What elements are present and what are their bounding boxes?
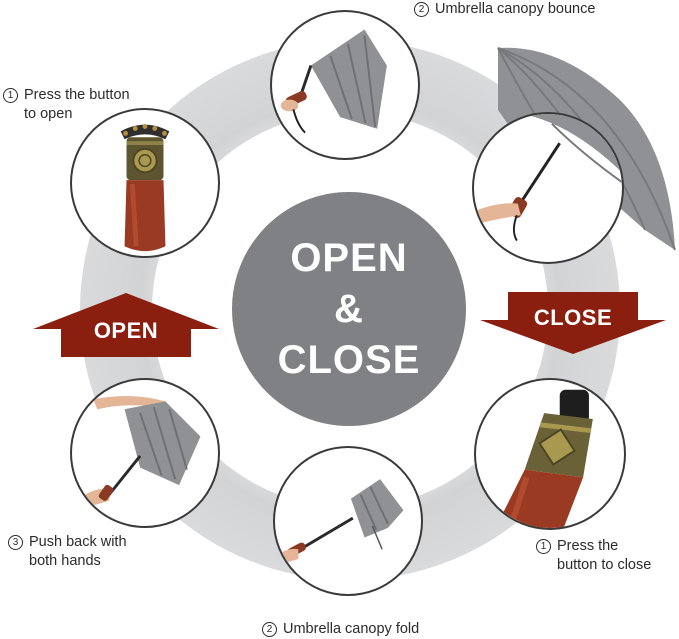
close-arrow-label: CLOSE	[533, 305, 613, 330]
step-number-badge: 3	[8, 535, 23, 550]
center-title-open: OPEN	[290, 235, 408, 280]
holding-open-umbrella-photo	[472, 112, 624, 264]
close-arrow: CLOSE	[480, 292, 666, 354]
step-push-back-line2: both hands	[29, 553, 101, 569]
step-push-back-line1: Push back with	[29, 534, 127, 550]
open-arrow: OPEN	[33, 293, 219, 357]
step-press-to-open: 1 Press the button to open	[3, 86, 130, 124]
step-canopy-bounce: 2 Umbrella canopy bounce	[414, 0, 595, 19]
umbrella-fold-icon	[275, 479, 404, 567]
up-arrow-shape	[33, 293, 219, 357]
step-number-badge: 2	[414, 2, 429, 17]
press-to-close-photo	[474, 378, 626, 530]
canopy-fold-photo	[273, 446, 423, 596]
step-canopy-bounce-line1: Umbrella canopy bounce	[435, 1, 596, 17]
step-number-badge: 1	[536, 539, 551, 554]
down-arrow-shape	[480, 292, 666, 354]
step-canopy-fold-line1: Umbrella canopy fold	[283, 621, 420, 637]
center-title-disc: OPEN & CLOSE	[232, 192, 466, 426]
hands-closing-umbrella-icon	[81, 396, 201, 509]
press-to-open-photo	[70, 108, 220, 258]
step-press-to-open-line2: to open	[24, 106, 73, 122]
center-title-ampersand: &	[334, 286, 364, 331]
handle-open-icon	[120, 124, 170, 252]
step-number-badge: 1	[3, 88, 18, 103]
step-press-to-close-line1: Press the	[557, 538, 619, 554]
step-number-badge: 2	[262, 622, 277, 637]
step-push-back: 3 Push back with both hands	[8, 533, 127, 571]
canopy-bounce-photo	[270, 10, 420, 160]
step-press-to-close-line2: button to close	[557, 557, 652, 573]
step-canopy-fold: 2 Umbrella canopy fold	[262, 620, 419, 639]
open-arrow-label: OPEN	[93, 318, 159, 343]
handle-close-icon	[495, 389, 593, 528]
step-press-to-close: 1 Press the button to close	[536, 537, 651, 575]
step-press-to-open-line1: Press the button	[24, 87, 130, 103]
push-back-photo	[70, 378, 220, 528]
umbrella-bounce-icon	[280, 29, 387, 134]
hand-holding-umbrella-icon	[474, 114, 622, 242]
center-title-close: CLOSE	[277, 337, 421, 382]
